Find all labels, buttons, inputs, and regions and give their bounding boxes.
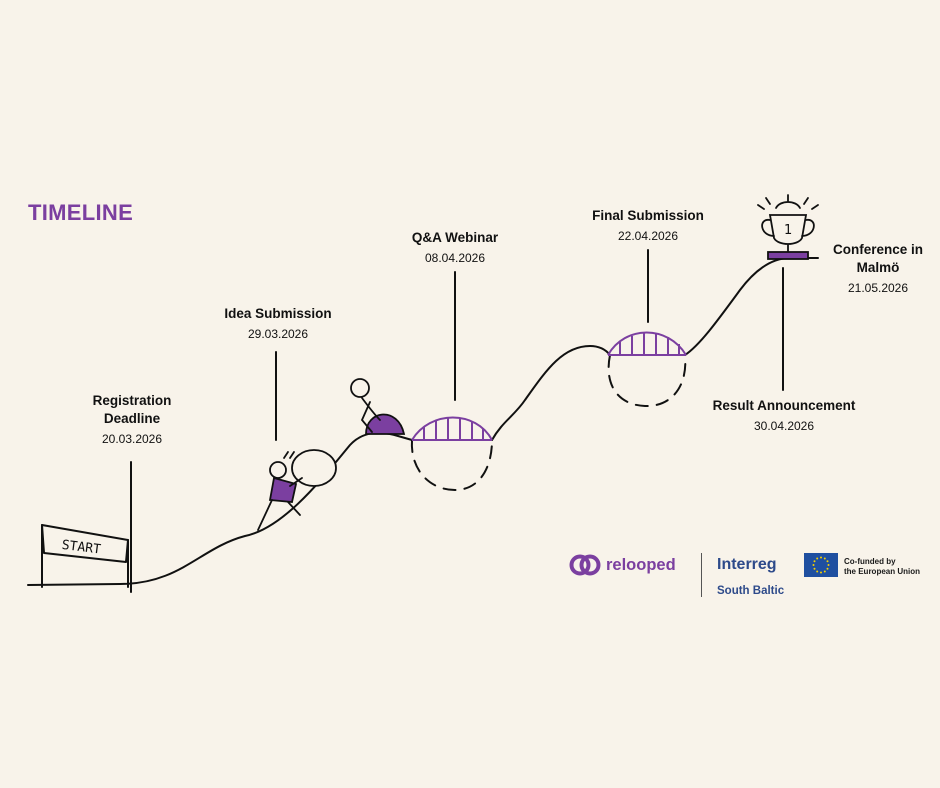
relooped-logo-icon bbox=[569, 554, 601, 576]
bridge-1 bbox=[411, 416, 493, 441]
milestone-date: 30.04.2026 bbox=[753, 419, 815, 433]
milestone-label: Idea Submission bbox=[224, 306, 332, 321]
milestone-date: 20.03.2026 bbox=[101, 432, 163, 446]
mountain-path bbox=[27, 431, 413, 586]
milestone-qa-webinar: Q&A Webinar 08.04.2026 bbox=[395, 229, 515, 265]
milestone-label: Conference in Malmö bbox=[832, 242, 924, 275]
relooped-logo: relooped bbox=[569, 552, 676, 578]
interreg-logo-text: Interreg bbox=[717, 556, 777, 573]
trophy-number: 1 bbox=[784, 223, 792, 238]
bridge-2 bbox=[607, 331, 687, 356]
page-title: TIMELINE bbox=[28, 200, 134, 225]
climber-figure bbox=[257, 449, 337, 531]
milestone-date: 22.04.2026 bbox=[617, 229, 679, 243]
relooped-logo-text: relooped bbox=[606, 555, 676, 574]
milestone-result-announcement: Result Announcement 30.04.2026 bbox=[700, 397, 868, 433]
logo-divider bbox=[701, 553, 702, 597]
start-sign bbox=[41, 524, 129, 588]
trophy-icon bbox=[757, 194, 819, 260]
milestone-label: Final Submission bbox=[592, 208, 704, 223]
milestone-date: 08.04.2026 bbox=[424, 251, 486, 265]
mountain-path-3 bbox=[684, 257, 819, 356]
milestone-date: 21.05.2026 bbox=[847, 281, 909, 295]
start-sign-text: START bbox=[61, 538, 102, 558]
milestone-conference: Conference in Malmö 21.05.2026 bbox=[822, 241, 934, 295]
pit-1 bbox=[410, 439, 493, 491]
milestone-label: Q&A Webinar bbox=[411, 230, 499, 245]
south-baltic-text: South Baltic bbox=[717, 585, 785, 597]
milestone-idea-submission: Idea Submission 29.03.2026 bbox=[206, 305, 350, 341]
cofunded-text: Co-funded by the European Union bbox=[844, 557, 920, 576]
milestone-label: Registration Deadline bbox=[92, 393, 172, 426]
eu-flag-icon bbox=[804, 553, 838, 577]
milestone-label: Result Announcement bbox=[712, 398, 856, 413]
milestone-registration: Registration Deadline 20.03.2026 bbox=[78, 392, 186, 446]
pit-2 bbox=[607, 354, 687, 408]
mountain-path-2 bbox=[491, 345, 611, 441]
sitting-figure bbox=[350, 378, 406, 435]
milestone-date: 29.03.2026 bbox=[247, 327, 309, 341]
milestone-final-submission: Final Submission 22.04.2026 bbox=[580, 207, 716, 243]
